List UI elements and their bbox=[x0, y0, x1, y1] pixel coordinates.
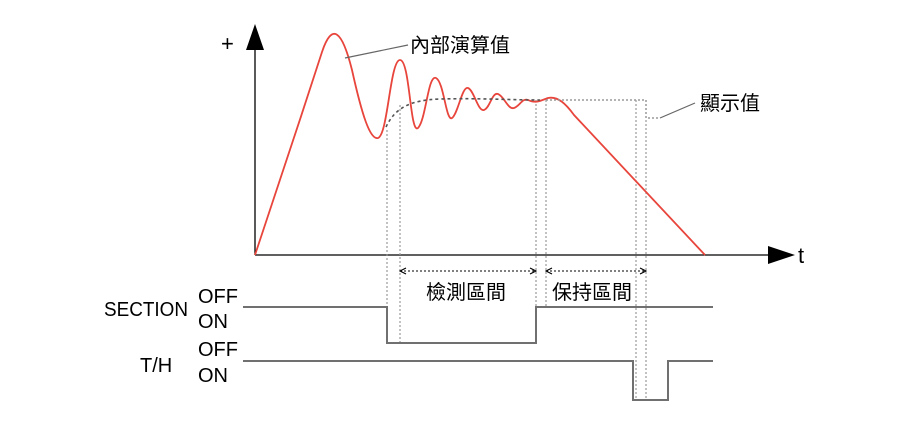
th-on-label: ON bbox=[198, 365, 228, 387]
th-signal-name: T/H bbox=[140, 355, 172, 377]
section-signal-name: SECTION bbox=[104, 299, 188, 321]
internal-value-label: 內部演算值 bbox=[410, 33, 510, 57]
guide-lines bbox=[386, 100, 647, 400]
section-waveform bbox=[243, 306, 713, 344]
internal-value-curve bbox=[254, 32, 706, 256]
y-axis-arrow-icon bbox=[246, 24, 264, 50]
display-value-hold bbox=[546, 99, 660, 119]
detect-interval-label: 檢測區間 bbox=[426, 280, 506, 304]
section-on-label: ON bbox=[198, 311, 228, 333]
hold-interval-label: 保持區間 bbox=[552, 280, 632, 304]
y-axis-plus-label: + bbox=[221, 31, 234, 56]
x-axis-arrow-icon bbox=[768, 246, 795, 264]
th-signal: T/H OFF ON bbox=[140, 339, 713, 401]
axes: + t bbox=[221, 24, 804, 268]
th-waveform bbox=[243, 360, 713, 401]
section-signal: SECTION OFF ON bbox=[104, 286, 713, 344]
display-value-leader bbox=[659, 102, 696, 119]
display-value-label: 顯示值 bbox=[700, 91, 760, 115]
x-axis-time-label: t bbox=[798, 243, 804, 268]
display-value-curve bbox=[385, 97, 541, 128]
internal-value-leader bbox=[344, 44, 409, 59]
th-off-label: OFF bbox=[198, 339, 238, 361]
section-off-label: OFF bbox=[198, 286, 238, 308]
